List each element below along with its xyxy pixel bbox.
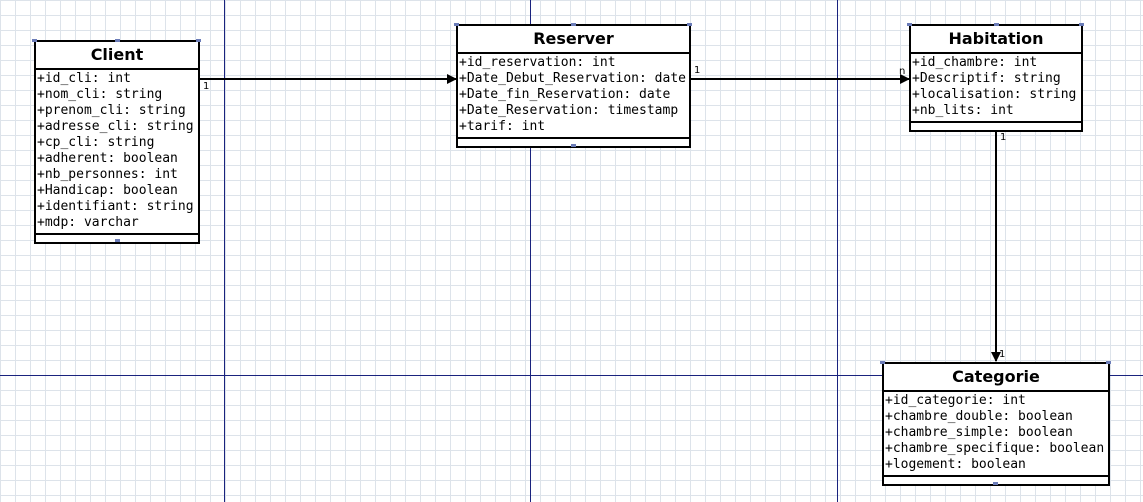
selection-handle[interactable] — [907, 23, 912, 26]
attribute[interactable]: +mdp: varchar — [37, 215, 139, 230]
attribute-list: +id_chambre: int +Descriptif: string +lo… — [911, 54, 1081, 121]
page-guide-vertical — [224, 0, 225, 502]
attribute[interactable]: +Date_fin_Reservation: date — [459, 87, 671, 102]
attribute[interactable]: +id_categorie: int — [885, 393, 1026, 408]
operations-compartment — [36, 233, 198, 242]
attribute[interactable]: +id_cli: int — [37, 71, 131, 86]
multiplicity-label: 1 — [694, 65, 701, 76]
attribute[interactable]: +tarif: int — [459, 119, 546, 134]
class-reserver[interactable]: Reserver +id_reservation: int +Date_Debu… — [456, 24, 691, 148]
operations-compartment — [911, 121, 1081, 130]
attribute[interactable]: +Date_Reservation: timestamp — [459, 103, 679, 118]
operations-compartment — [458, 137, 689, 146]
attribute[interactable]: +localisation: string — [912, 87, 1077, 102]
attribute[interactable]: +chambre_specifique: boolean — [885, 441, 1105, 456]
attribute[interactable]: +nom_cli: string — [37, 87, 163, 102]
selection-handle[interactable] — [571, 23, 576, 26]
class-habitation[interactable]: Habitation +id_chambre: int +Descriptif:… — [909, 24, 1083, 132]
selection-handle[interactable] — [994, 23, 999, 26]
attribute[interactable]: +logement: boolean — [885, 457, 1026, 472]
attribute[interactable]: +chambre_double: boolean — [885, 409, 1073, 424]
attribute[interactable]: +id_chambre: int — [912, 55, 1038, 70]
attribute-list: +id_reservation: int +Date_Debut_Reserva… — [458, 54, 689, 137]
attribute-list: +id_categorie: int +chambre_double: bool… — [884, 392, 1108, 475]
selection-handle[interactable] — [1079, 23, 1084, 26]
selection-handle[interactable] — [687, 23, 692, 26]
multiplicity-label: 1 — [1000, 132, 1007, 143]
attribute[interactable]: +nb_personnes: int — [37, 167, 178, 182]
selection-handle[interactable] — [115, 239, 120, 242]
multiplicity-label: 1 — [203, 81, 210, 92]
selection-handle[interactable] — [571, 144, 576, 147]
multiplicity-label: n — [899, 66, 906, 77]
attribute[interactable]: +cp_cli: string — [37, 135, 155, 150]
attribute[interactable]: +prenom_cli: string — [37, 103, 186, 118]
attribute[interactable]: +adherent: boolean — [37, 151, 178, 166]
attribute[interactable]: +nb_lits: int — [912, 103, 1014, 118]
attribute[interactable]: +Descriptif: string — [912, 71, 1061, 86]
selection-handle[interactable] — [196, 39, 201, 42]
selection-handle[interactable] — [880, 361, 885, 364]
class-title: Reserver — [458, 26, 689, 54]
class-categorie[interactable]: Categorie +id_categorie: int +chambre_do… — [882, 362, 1110, 486]
attribute[interactable]: +Date_Debut_Reservation: date — [459, 71, 686, 86]
class-title: Client — [36, 42, 198, 70]
attribute[interactable]: +identifiant: string — [37, 199, 194, 214]
attribute[interactable]: +adresse_cli: string — [37, 119, 194, 134]
selection-handle[interactable] — [454, 23, 459, 26]
page-guide-horizontal — [0, 375, 1143, 376]
attribute-list: +id_cli: int +nom_cli: string +prenom_cl… — [36, 70, 198, 233]
multiplicity-label: 1 — [999, 349, 1006, 360]
operations-compartment — [884, 475, 1108, 484]
page-guide-vertical — [530, 0, 531, 502]
attribute[interactable]: +chambre_simple: boolean — [885, 425, 1073, 440]
selection-handle[interactable] — [1106, 361, 1111, 364]
class-client[interactable]: Client +id_cli: int +nom_cli: string +pr… — [34, 40, 200, 244]
selection-handle[interactable] — [32, 39, 37, 42]
class-title: Categorie — [884, 364, 1108, 392]
class-title: Habitation — [911, 26, 1081, 54]
selection-handle[interactable] — [115, 39, 120, 42]
page-guide-vertical — [837, 0, 838, 502]
selection-handle[interactable] — [993, 482, 998, 485]
attribute[interactable]: +Handicap: boolean — [37, 183, 178, 198]
attribute[interactable]: +id_reservation: int — [459, 55, 616, 70]
